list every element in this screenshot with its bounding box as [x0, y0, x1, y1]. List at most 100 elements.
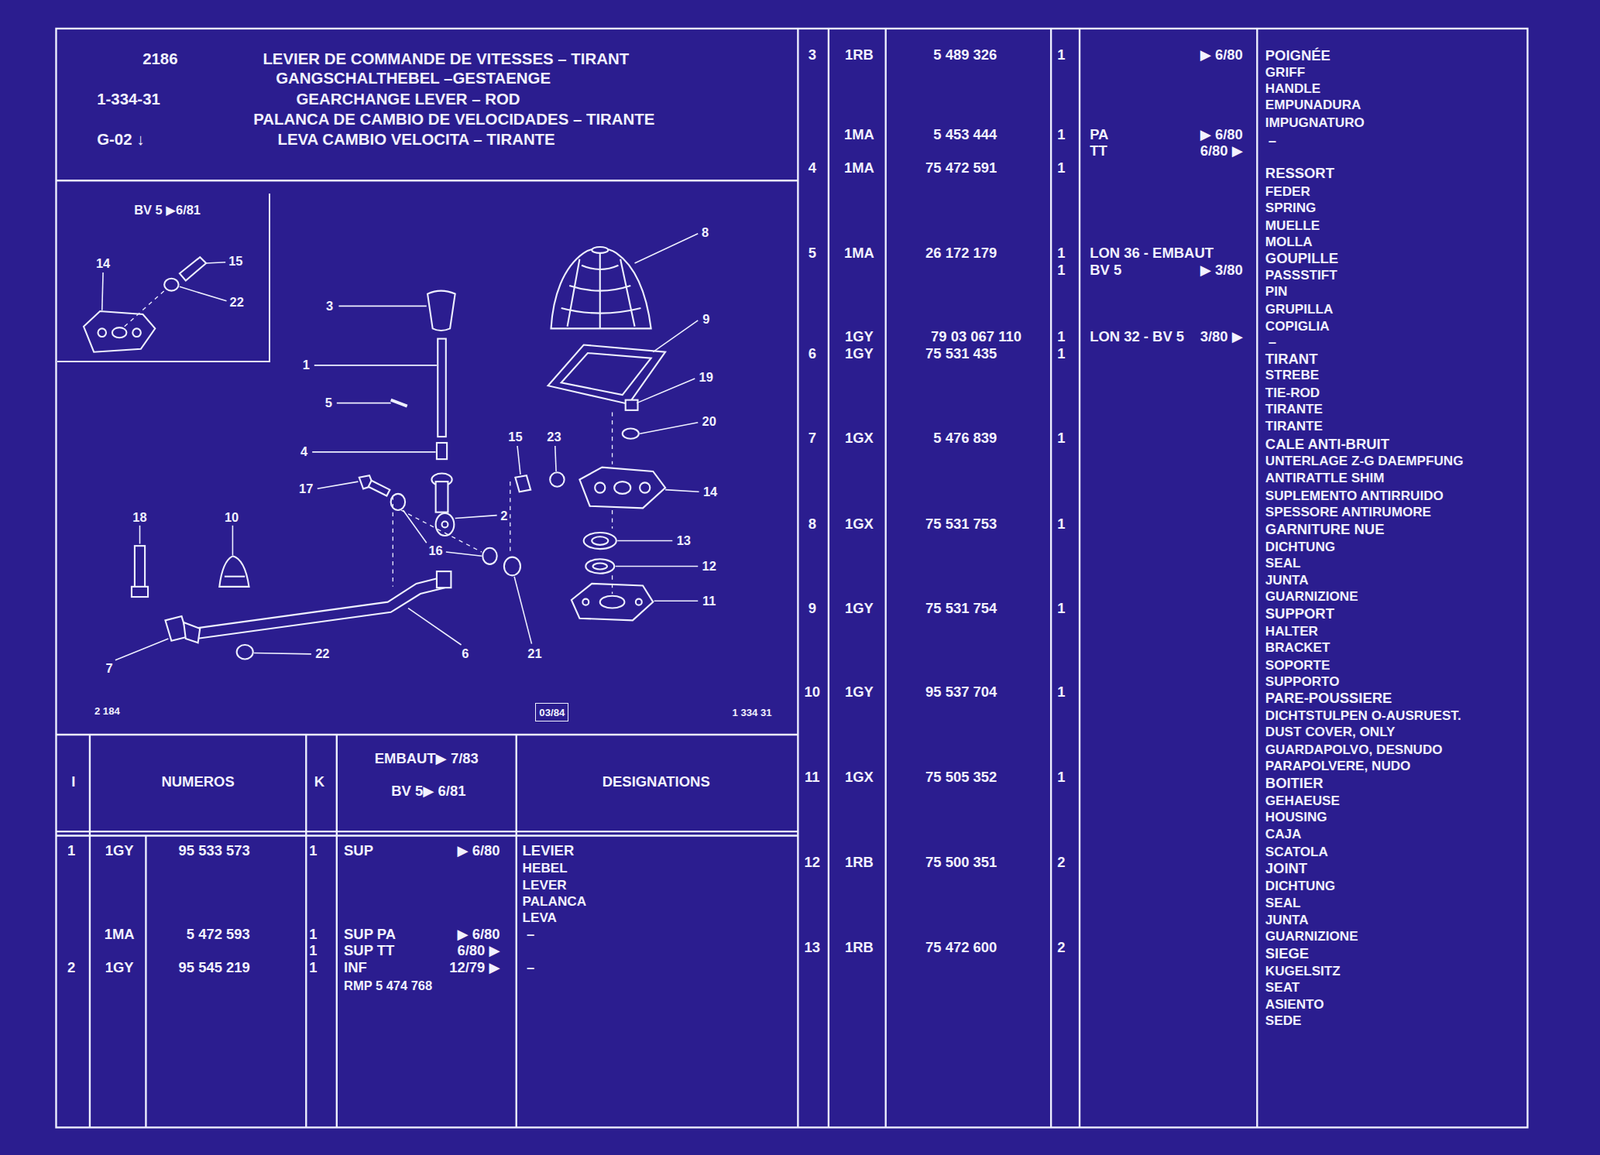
- table-cell: 2: [1057, 855, 1065, 870]
- table-cell: ▶ 6/80: [456, 927, 500, 942]
- illustration-line: [317, 481, 359, 489]
- table-cell: SPRING: [1265, 201, 1317, 215]
- table-cell: 1MA: [844, 246, 875, 261]
- table-cell: 75 500 351: [925, 855, 997, 870]
- illustration-line: [617, 540, 673, 543]
- illustration-line: [55, 179, 798, 182]
- table-cell: 2: [1057, 940, 1065, 955]
- table-cell: SUP TT: [343, 944, 395, 958]
- table-cell: 1GY: [844, 346, 874, 361]
- illustration-circle: [132, 328, 141, 337]
- leader-lines: [102, 233, 700, 661]
- table-cell: LEVA: [522, 911, 557, 925]
- table-cell: 1: [1057, 246, 1065, 261]
- table-cell: K: [314, 775, 325, 790]
- callout-number: 9: [702, 312, 710, 326]
- callout-number: 4: [300, 445, 308, 458]
- table-cell: 9: [808, 601, 817, 616]
- illustration-path: [551, 248, 652, 329]
- illustration-line: [654, 600, 699, 603]
- page-title: LEVIER DE COMMANDE DE VITESSES – TIRANT: [262, 51, 629, 67]
- table-cell: 7: [808, 431, 817, 446]
- illustration-path: [219, 556, 249, 588]
- callout-number: 2: [500, 509, 508, 522]
- table-cell: STREBE: [1265, 368, 1319, 382]
- table-cell: 4: [808, 161, 817, 176]
- table-cell: KUGELSITZ: [1265, 964, 1341, 979]
- table-cell: 79 03 067 110: [930, 329, 1022, 344]
- drawing-ref: 1 334 31: [731, 707, 772, 718]
- table-cell: TIE-ROD: [1265, 386, 1320, 400]
- table-cell: 26 172 179: [925, 246, 997, 261]
- illustration-path: [427, 291, 456, 331]
- illustration-rect: [131, 587, 148, 598]
- illustration-circle: [594, 482, 605, 493]
- table-cell: 1MA: [104, 927, 135, 942]
- table-cell: 1: [1057, 346, 1065, 361]
- table-cell: PALANCA: [522, 895, 587, 909]
- illustration-rect: [625, 400, 639, 411]
- illustration-ellipse: [614, 481, 631, 495]
- illustration-path: [571, 583, 653, 621]
- illustration-ellipse: [504, 557, 521, 577]
- illustration-rect: [436, 481, 449, 513]
- illustration-ellipse: [436, 513, 455, 536]
- table-cell: SUPPORTO: [1265, 675, 1340, 689]
- table-cell: 1GY: [105, 844, 134, 859]
- illustration-line: [636, 378, 695, 404]
- table-cell: 1: [1057, 517, 1065, 532]
- table-cell: 75 531 435: [925, 346, 997, 361]
- title-line: PALANCA DE CAMBIO DE VELOCIDADES – TIRAN…: [253, 111, 655, 128]
- table-cell: 1: [1057, 431, 1065, 446]
- table-cell: DUST COVER, ONLY: [1265, 725, 1396, 739]
- illustration-line: [884, 28, 886, 1129]
- table-cell: 95 533 573: [178, 844, 251, 859]
- illustration-line: [514, 576, 532, 645]
- table-cell: 1RB: [844, 48, 874, 62]
- table-cell: 95 537 704: [925, 685, 997, 700]
- illustration-line: [391, 400, 408, 407]
- table-cell: MUELLE: [1265, 219, 1320, 233]
- callout-number: 7: [105, 662, 113, 675]
- illustration-line: [338, 305, 426, 308]
- table-cell: 6/80 ▶: [1200, 144, 1243, 158]
- illustration-polygon: [561, 353, 652, 395]
- table-cell: 13: [804, 940, 821, 955]
- table-cell: SUP: [343, 844, 374, 859]
- illustration-line: [115, 638, 169, 661]
- callout-number: 17: [298, 482, 313, 495]
- illustration-line: [517, 446, 521, 475]
- table-cell: HALTER: [1265, 624, 1319, 639]
- table-cell: GUARDAPOLVO, DESNUDO: [1265, 743, 1443, 757]
- table-cell: –: [1268, 335, 1277, 350]
- table-cell: –: [526, 961, 535, 976]
- table-cell: GRUPILLA: [1265, 302, 1333, 316]
- callout-number: 20: [702, 415, 717, 428]
- table-cell: ANTIRATTLE SHIM: [1265, 471, 1385, 485]
- table-cell: HANDLE: [1265, 82, 1321, 96]
- illustration-rect: [134, 545, 145, 589]
- table-cell: SEAL: [1265, 556, 1302, 570]
- table-cell: ▶ 6/80: [456, 844, 500, 859]
- table-cell: BOITIER: [1265, 776, 1324, 791]
- table-cell: 6/80 ▶: [456, 944, 500, 958]
- callout-number: 14: [96, 257, 110, 270]
- table-cell: I: [71, 775, 76, 790]
- table-cell: 75 531 753: [925, 517, 997, 532]
- table-cell: 10: [804, 685, 821, 700]
- title-line: GEARCHANGE LEVER – ROD: [295, 91, 520, 107]
- table-frame: [55, 28, 1528, 1129]
- table-cell: EMBAUT▶ 7/83: [374, 751, 479, 766]
- table-cell: CALE ANTI-BRUIT: [1265, 437, 1390, 452]
- callout-number: 18: [132, 511, 147, 524]
- table-cell: 1: [67, 844, 76, 859]
- illustration-path: [124, 289, 166, 327]
- callout-number: 21: [527, 647, 542, 660]
- table-cell: 11: [804, 770, 821, 785]
- table-cell: 3/80 ▶: [1200, 329, 1243, 344]
- table-cell: JOINT: [1265, 861, 1308, 876]
- table-cell: 12/79 ▶: [449, 961, 500, 976]
- illustration-line: [515, 734, 518, 1128]
- table-cell: RMP 5 474 768: [343, 979, 433, 993]
